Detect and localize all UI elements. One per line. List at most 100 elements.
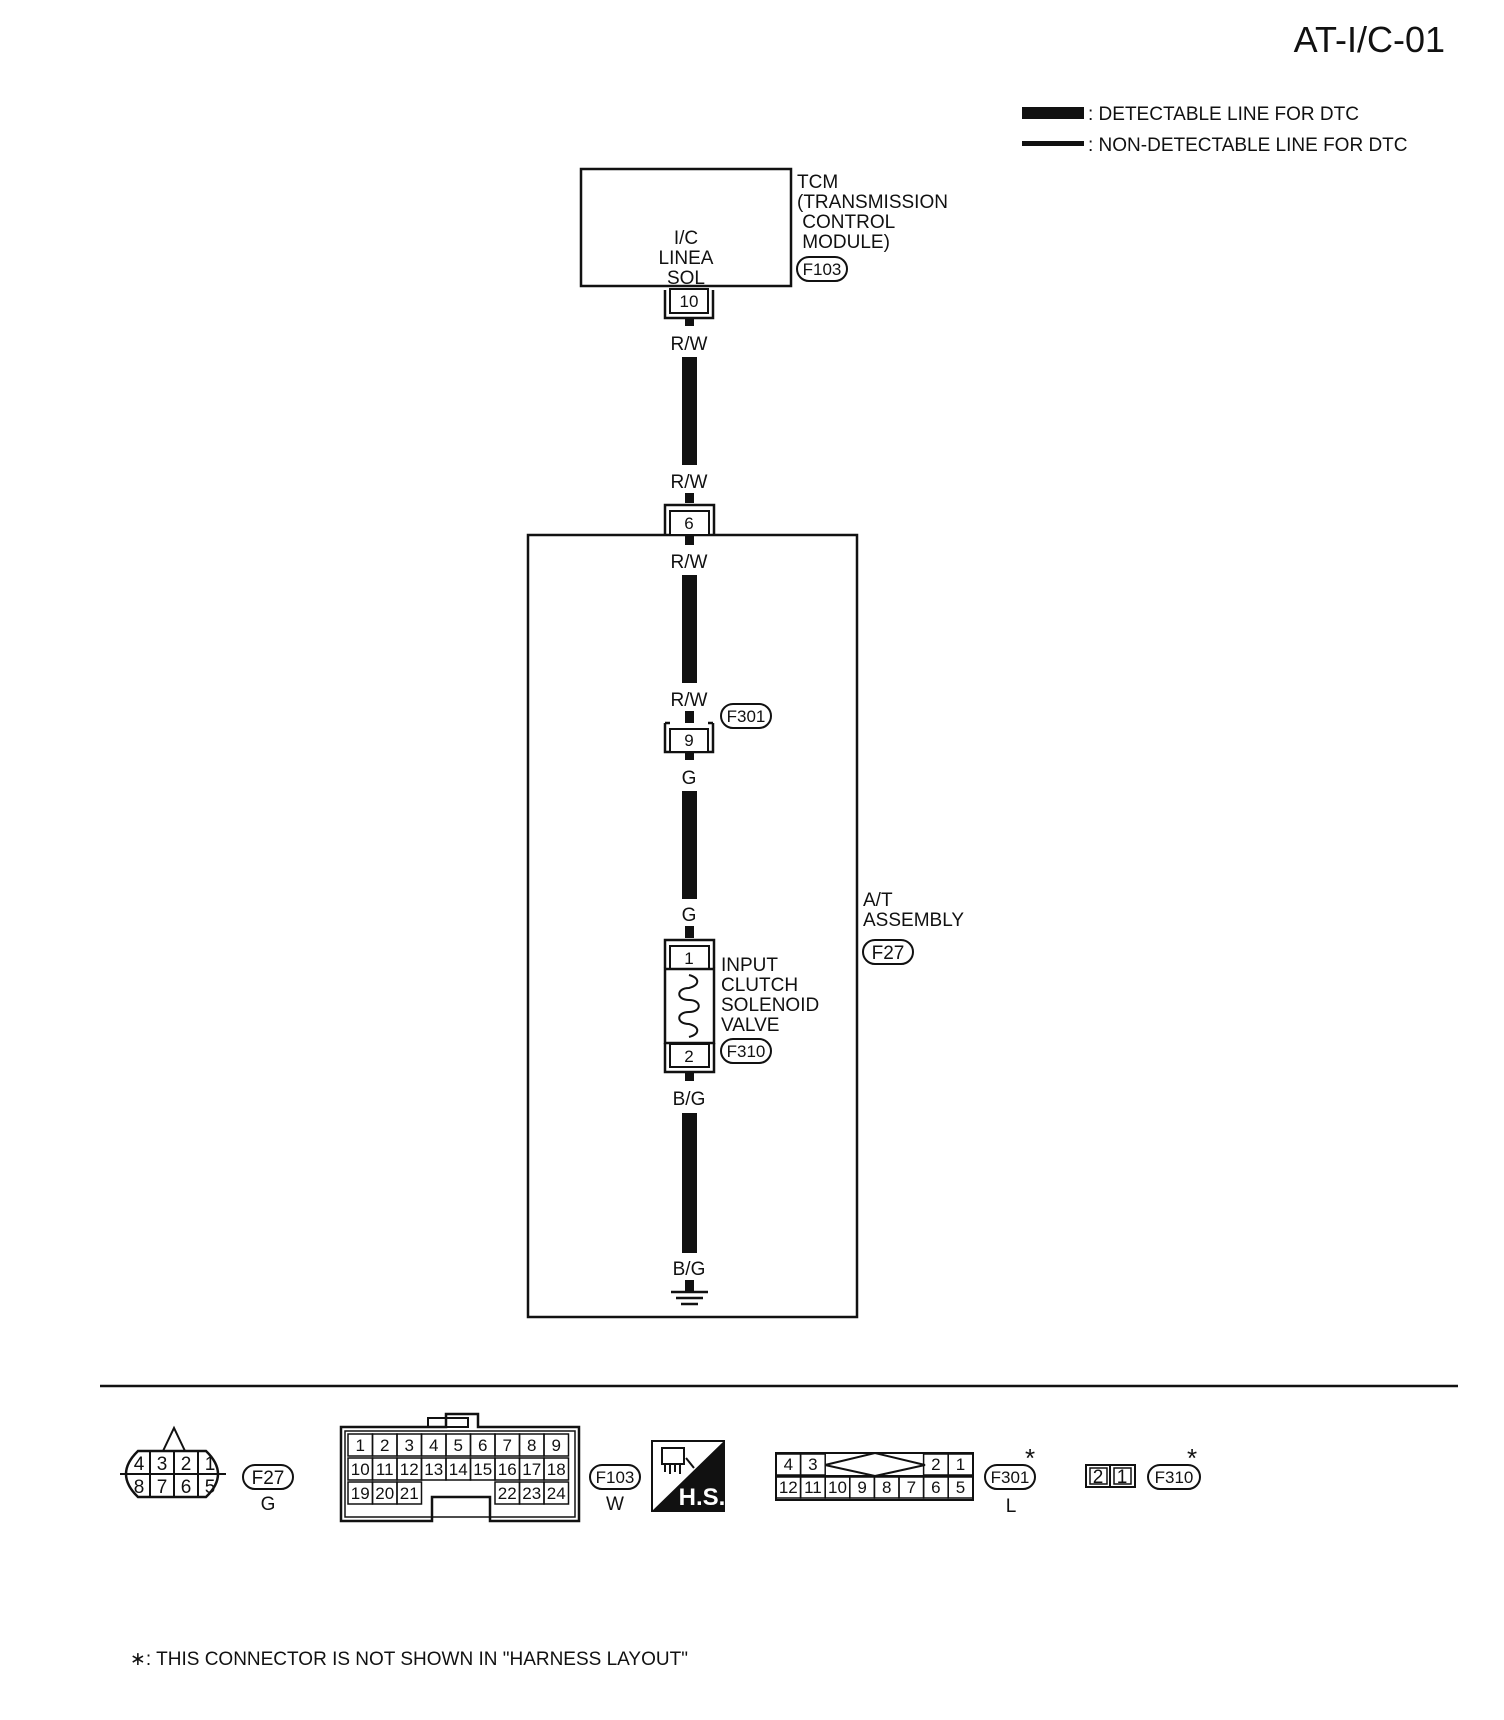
f103-pin-10: 10 (351, 1460, 370, 1479)
at-assembly-name-2: ASSEMBLY (863, 910, 964, 931)
f27-key-triangle (162, 1425, 186, 1452)
f301-view-pin-4: 4 (784, 1455, 793, 1474)
hs-label: H.S. (679, 1484, 726, 1511)
f301-view-pin-6: 6 (931, 1478, 940, 1497)
tcm-terminal-box (669, 288, 709, 314)
f301-view-pin-5-cell (947, 1476, 974, 1499)
tcm-module: TCM (TRANSMISSION CONTROL MODULE) F103 I… (579, 167, 948, 320)
wire-label-g-2: G (682, 905, 697, 926)
f27-color: G (261, 1494, 276, 1515)
tcm-name-line-1: TCM (797, 172, 838, 193)
solenoid-connector-badge (720, 1038, 772, 1064)
f103-pin-18: 18 (547, 1460, 566, 1479)
f27-pin-6: 6 (181, 1477, 192, 1498)
tcm-connector-id: F103 (803, 260, 842, 279)
f103-pin-16: 16 (498, 1460, 517, 1479)
wire-label-rw-2: R/W (671, 472, 708, 493)
at-terminal-6-number: 6 (684, 514, 693, 533)
legend-thick-line (1022, 107, 1084, 119)
f103-pin-18-cell (543, 1457, 570, 1481)
f301-view-pin-10: 10 (828, 1478, 847, 1497)
f27-pin-8: 8 (134, 1477, 145, 1498)
f301-view-pin-12: 12 (779, 1478, 798, 1497)
f103-pin-23: 23 (522, 1484, 541, 1503)
tcm-connector-badge (796, 256, 848, 282)
solenoid-coil-symbol (678, 974, 700, 1038)
legend-non-detectable-text: : NON-DETECTABLE LINE FOR DTC (1088, 135, 1408, 156)
at-assembly: A/T ASSEMBLY F27 6 (526, 503, 964, 1319)
f27-housing (124, 1449, 220, 1499)
solenoid-connector-id: F310 (727, 1042, 766, 1061)
f103-pin-2: 2 (380, 1436, 389, 1455)
f27-pin-2: 2 (181, 1454, 192, 1475)
f301-view-pin-3: 3 (808, 1455, 817, 1474)
f301-view-pin-5: 5 (956, 1478, 965, 1497)
tcm-name-line-2: (TRANSMISSION (797, 192, 948, 213)
f103-pin-5: 5 (454, 1436, 463, 1455)
f103-pin-11: 11 (376, 1460, 394, 1479)
solenoid-name-3: SOLENOID (721, 995, 819, 1016)
f103-pin-13: 13 (424, 1460, 443, 1479)
tcm-terminal-label-2: LINEA (659, 248, 714, 269)
wire-label-rw-4: R/W (671, 690, 708, 711)
input-clutch-solenoid: 1 2 INPUT CLUTCH SOLENOID VALVE F310 (663, 938, 819, 1074)
wire-label-rw-3: R/W (671, 552, 708, 573)
f310-star: * (1187, 1443, 1197, 1473)
at-assembly-connector-id: F27 (872, 943, 905, 964)
wire-rw-upper: R/W R/W (671, 318, 708, 503)
solenoid-body (663, 967, 716, 1045)
tcm-terminal-label-1: I/C (674, 228, 698, 249)
f301-view-pin-2: 2 (931, 1455, 940, 1474)
f103-pin-7: 7 (503, 1436, 512, 1455)
f301-color: L (1006, 1496, 1017, 1517)
f103-pin-20: 20 (375, 1484, 394, 1503)
f103-pin-24: 24 (547, 1484, 566, 1503)
solenoid-name-4: VALVE (721, 1015, 779, 1036)
f103-pin-22: 22 (498, 1484, 517, 1503)
f103-pin-24-cell (543, 1481, 570, 1505)
wire-label-bg-2: B/G (673, 1259, 706, 1280)
f301-view-badge (984, 1464, 1036, 1490)
solenoid-terminal-2-number: 2 (684, 1047, 693, 1066)
hs-connector-icon: H.S. (651, 1440, 726, 1512)
tcm-box (579, 167, 793, 288)
wire-label-bg-1: B/G (673, 1089, 706, 1110)
f301-view-pin-1-cell (947, 1453, 974, 1476)
connector-view-f310: 2 1 F310 * (1085, 1443, 1201, 1490)
wire-label-rw-1: R/W (671, 334, 708, 355)
f103-id: F103 (596, 1468, 635, 1487)
f103-pin-14: 14 (449, 1460, 468, 1479)
f103-pin-4: 4 (429, 1436, 438, 1455)
tcm-terminal-label-3: SOL (667, 268, 705, 289)
f301-view-pin-1: 1 (956, 1455, 965, 1474)
f27-pin-7: 7 (157, 1477, 168, 1498)
f103-housing (339, 1412, 581, 1523)
legend-detectable-text: : DETECTABLE LINE FOR DTC (1088, 104, 1359, 125)
ground-icon (671, 1290, 708, 1306)
f103-pin-9: 9 (552, 1436, 561, 1455)
f27-pin-4: 4 (134, 1454, 145, 1475)
page-code: AT-I/C-01 (1294, 19, 1445, 60)
f301-key-diamond (824, 1451, 926, 1478)
f27-badge (242, 1464, 294, 1490)
at-assembly-connector-badge (862, 939, 914, 965)
f301-view-pin-7: 7 (907, 1478, 916, 1497)
f301-connector-id: F301 (727, 707, 766, 726)
f310-view-id: F310 (1155, 1468, 1194, 1487)
connector-view-f27: 4 3 2 1 8 7 6 5 F27 G (120, 1425, 294, 1515)
tcm-terminal-number: 10 (680, 292, 699, 311)
f103-pin-1: 1 (356, 1436, 365, 1455)
f310-pin-1: 1 (1117, 1467, 1128, 1488)
wire-g: G G (682, 752, 697, 938)
f27-pin-3: 3 (157, 1454, 168, 1475)
wire-rw-inner: R/W R/W (671, 536, 708, 723)
f301-connector-badge (720, 703, 772, 729)
f310-view-badge (1147, 1464, 1201, 1490)
f27-pin-1: 1 (205, 1454, 216, 1475)
footnote: ∗: THIS CONNECTOR IS NOT SHOWN IN "HARNE… (130, 1649, 688, 1670)
f301-view-pin-8: 8 (882, 1478, 891, 1497)
wire-bg: B/G B/G (671, 1072, 708, 1306)
f103-pin-21: 21 (400, 1484, 419, 1503)
